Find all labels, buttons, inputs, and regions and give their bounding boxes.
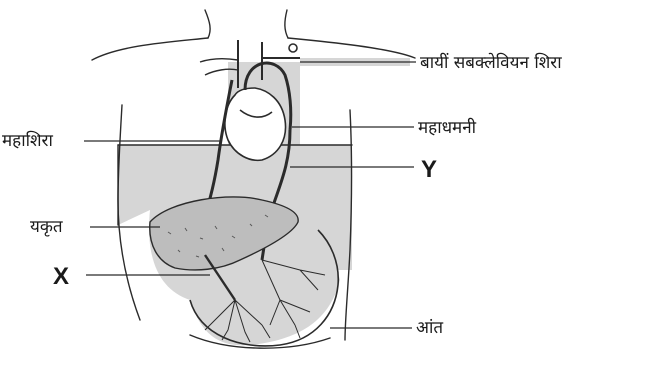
lymph-node [289,44,297,52]
neck-right-line [285,10,288,38]
label-left-subclavian-vein: बायीं सबक्लेवियन शिरा [420,55,562,72]
label-aorta: महाधमनी [418,120,476,137]
label-y: Y [421,158,437,182]
label-intestine: आंत [416,320,443,337]
left-shoulder-line [92,38,208,60]
neck-left-line [205,10,210,38]
label-x: X [53,265,69,289]
right-shoulder-line [288,38,415,58]
label-vena-cava: महाशिरा [2,133,53,150]
label-liver: यकृत [30,219,63,236]
